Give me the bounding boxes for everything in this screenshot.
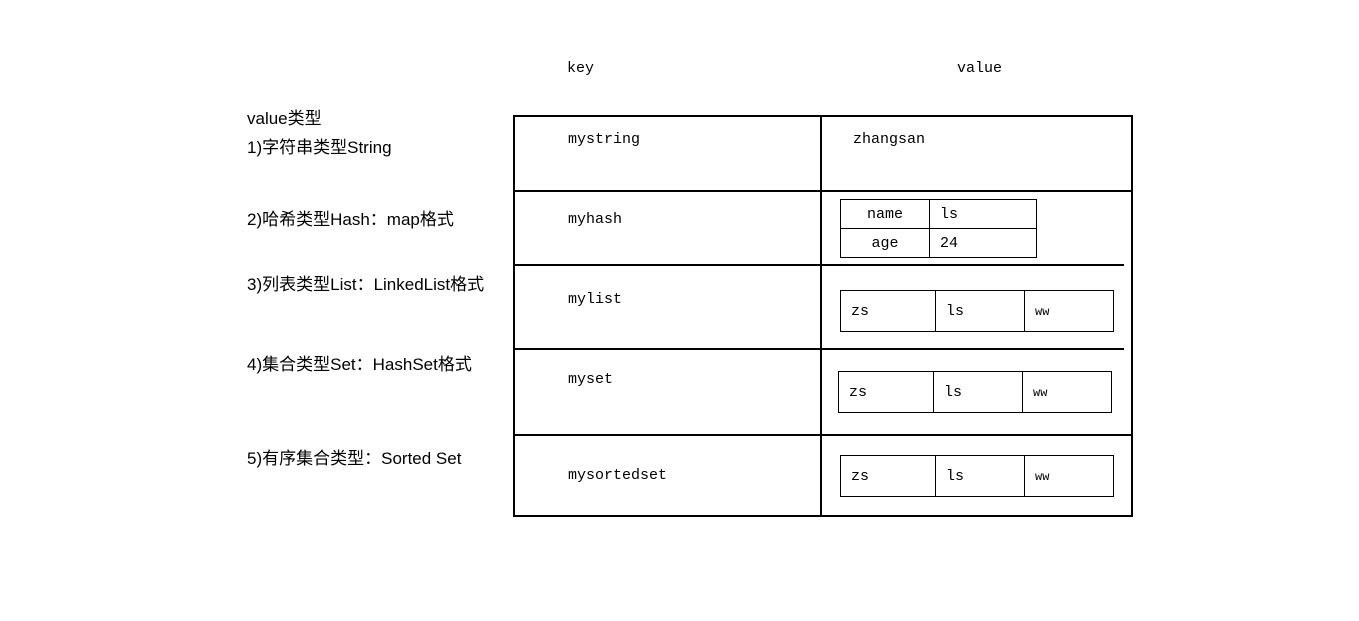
legend-item-title: value类型 [247,109,322,128]
key-value-table: mystring myhash mylist myset mysortedset… [513,115,1133,517]
table-border-right [1131,115,1133,517]
hash-field-name: name [840,199,930,229]
hash-value-age: 24 [929,228,1037,258]
key-value-column-divider [820,115,822,517]
legend-item-hash: 2)哈希类型Hash：map格式 [247,210,454,229]
list-element-0: zs [840,290,936,332]
list-element-row: zs ls ww [840,290,1114,332]
column-header-value: value [957,60,1003,77]
key-cell-myhash: myhash [568,211,623,228]
hash-field-age: age [840,228,930,258]
hash-entry-row: age 24 [840,228,1037,258]
value-cell-string: zhangsan [853,131,926,148]
hash-value-name: ls [929,199,1037,229]
legend-item-list: 3)列表类型List：LinkedList格式 [247,275,485,294]
table-border-left [513,115,515,517]
set-element-0: zs [838,371,934,413]
sortedset-element-2: ww [1024,455,1114,497]
set-element-1: ls [933,371,1023,413]
table-border-bottom [513,515,1133,517]
sortedset-element-1: ls [935,455,1025,497]
hash-entry-row: name ls [840,199,1037,229]
row-separator-2 [513,264,1124,266]
legend-item-string: 1)字符串类型String [247,138,392,157]
hash-structure-table: name ls age 24 [840,199,1037,258]
legend-item-set: 4)集合类型Set：HashSet格式 [247,355,472,374]
key-cell-mysortedset: mysortedset [568,467,668,484]
sortedset-element-2-label: ww [1035,469,1050,484]
set-element-row: zs ls ww [838,371,1112,413]
key-cell-myset: myset [568,371,614,388]
list-element-1: ls [935,290,1025,332]
row-separator-1 [513,190,1133,192]
sortedset-structure-table: zs ls ww [840,455,1114,497]
row-separator-4 [513,434,1133,436]
list-structure-table: zs ls ww [840,290,1114,332]
sortedset-element-0: zs [840,455,936,497]
set-element-2: ww [1022,371,1112,413]
key-cell-mylist: mylist [568,291,623,308]
list-element-2: ww [1024,290,1114,332]
row-separator-3 [513,348,1124,350]
column-header-key: key [567,60,595,77]
sortedset-element-row: zs ls ww [840,455,1114,497]
list-element-2-label: ww [1035,304,1050,319]
set-element-2-label: ww [1033,385,1048,400]
legend-item-sortedset: 5)有序集合类型：Sorted Set [247,449,462,468]
table-border-top [513,115,1133,117]
set-structure-table: zs ls ww [838,371,1112,413]
key-cell-mystring: mystring [568,131,641,148]
